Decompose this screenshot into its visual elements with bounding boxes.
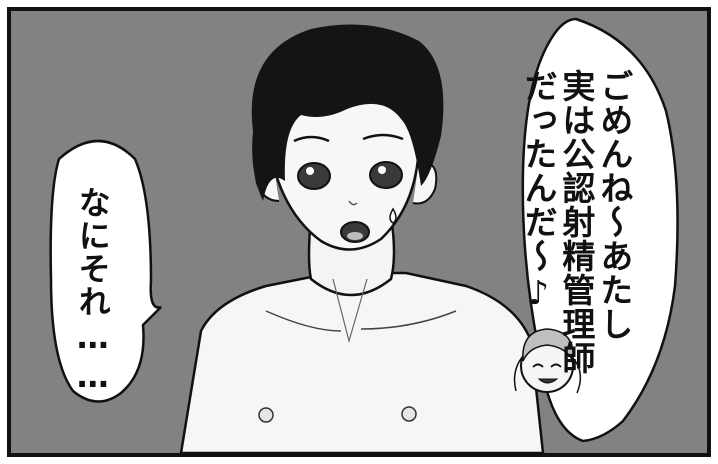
sweat-drop-icon: [389, 207, 397, 224]
boy-eye-left: [297, 162, 331, 190]
left-speech-text: なにそれ……: [73, 186, 112, 396]
boy-eye-right: [369, 161, 403, 189]
boy-torso: [179, 271, 545, 453]
boy-chest-detail-right: [401, 406, 417, 422]
right-speech-line-1: ごめんね〜あたし: [594, 69, 634, 341]
panel-artwork: [49, 17, 679, 453]
boy-hair: [251, 24, 444, 202]
right-speech-line-3: だったんだ〜♪: [518, 69, 558, 313]
right-speech-line-2: 実は公認射精管理師: [556, 69, 596, 375]
comic-panel: なにそれ…… ごめんね〜あたし 実は公認射精管理師 だったんだ〜♪: [7, 7, 711, 457]
right-speech-text: ごめんね〜あたし 実は公認射精管理師 だったんだ〜♪: [518, 69, 634, 375]
left-bubble-shape: [49, 139, 162, 403]
boy-chest-detail-left: [258, 407, 274, 423]
chibi-girl-illustration: [513, 328, 582, 394]
